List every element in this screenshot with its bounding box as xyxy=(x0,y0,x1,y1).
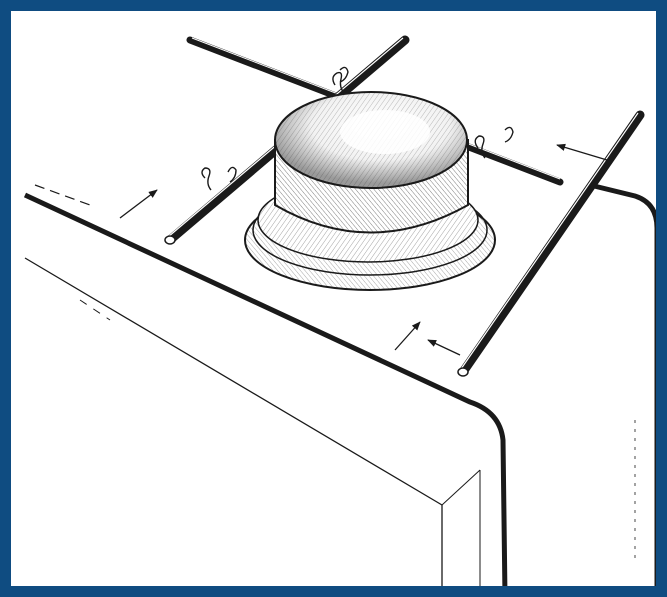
lid-icon xyxy=(244,91,496,291)
tank-edge-icon xyxy=(23,182,656,586)
wire-tie-icon xyxy=(201,66,514,191)
arrow-icon xyxy=(119,143,608,356)
rod-icon-right xyxy=(457,110,645,377)
